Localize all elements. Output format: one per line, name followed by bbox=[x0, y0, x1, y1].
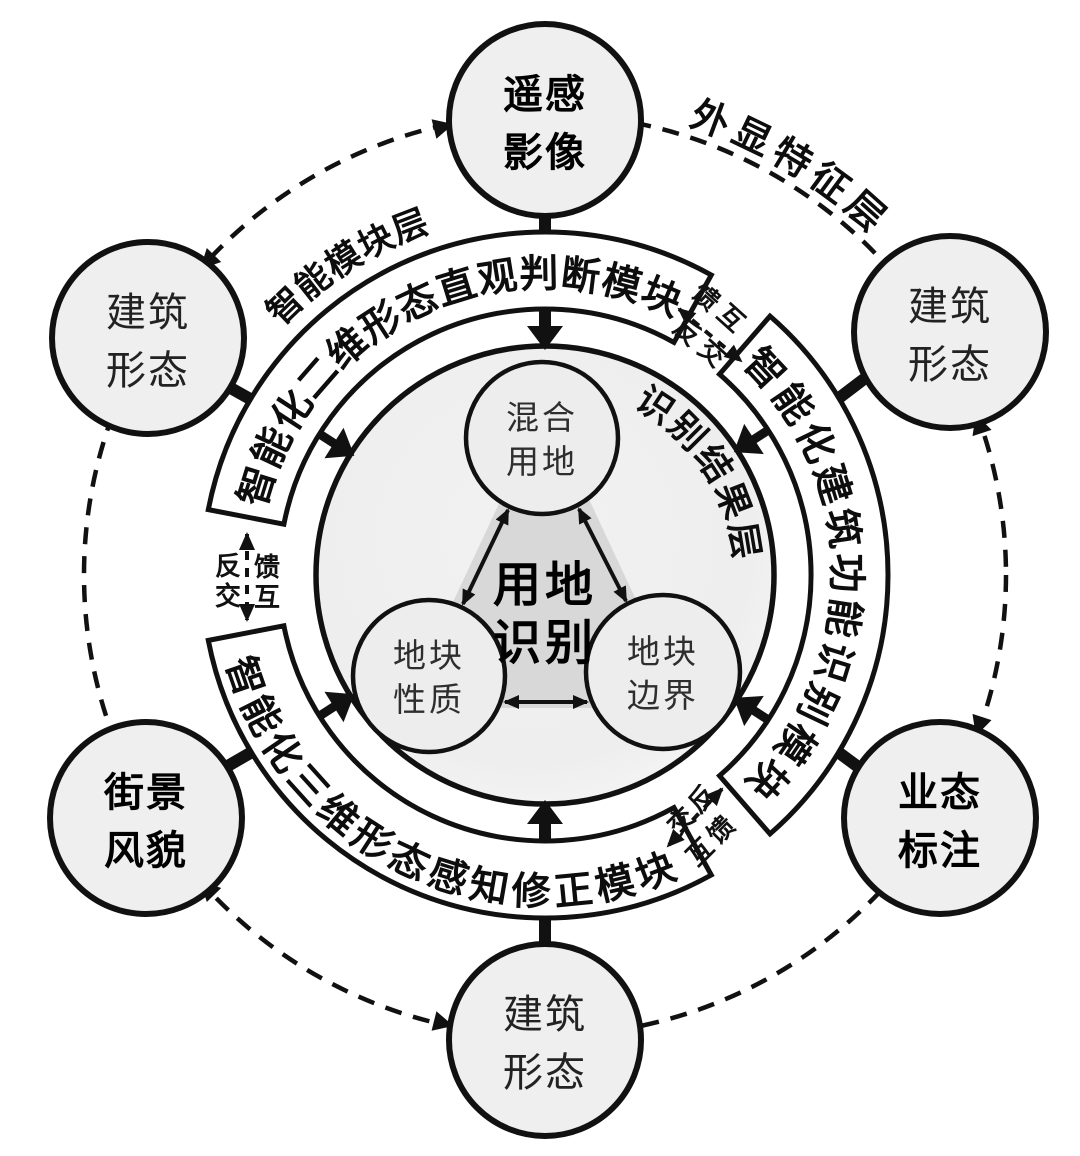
parcel-nature-circle bbox=[350, 597, 508, 755]
inward-arrowhead-upper-right bbox=[733, 423, 764, 455]
feedback-link-left: 反 交 馈 互 bbox=[215, 532, 280, 622]
inward-arrowhead-top bbox=[527, 326, 563, 350]
streetscape-circle bbox=[47, 719, 245, 917]
link-mixed-to-boundary bbox=[577, 507, 628, 603]
band-2d-judgment-module bbox=[205, 229, 715, 528]
inward-arrow-lower-left bbox=[315, 702, 338, 721]
inward-arrowhead-lower-right bbox=[733, 695, 764, 727]
feedback-arrow-bottom-right bbox=[666, 787, 724, 848]
node-business-annotation: 业态 标注 bbox=[841, 719, 1039, 917]
parcel-boundary-label-line1: 地块 bbox=[627, 633, 699, 670]
spoke-building-form-top-right bbox=[835, 374, 868, 403]
building-form-top-right-circle bbox=[851, 233, 1049, 431]
mixed-land-label-line1: 混合 bbox=[506, 399, 578, 436]
inward-arrowhead-upper-left bbox=[324, 427, 355, 459]
outer-nodes: 遥感 影像 建筑 形态 建筑 形态 街景 风貌 业态 标注 建筑 形态 bbox=[47, 21, 1049, 1139]
feature-layer-label: 外显特征层 bbox=[685, 94, 897, 244]
inward-arrow-upper-right bbox=[750, 425, 773, 444]
parcel-boundary-label-line2: 边界 bbox=[627, 677, 699, 714]
building-form-top-left-circle bbox=[49, 239, 247, 437]
result-link-arrows bbox=[461, 507, 628, 709]
interaction-char: 互 bbox=[254, 582, 280, 612]
building-form-bottom-circle bbox=[446, 941, 644, 1139]
remote-sensing-label-line2: 影像 bbox=[503, 131, 587, 175]
parcel-nature-label-line1: 地块 bbox=[393, 637, 465, 674]
remote-sensing-circle bbox=[446, 21, 644, 219]
center-title: 用地 识别 bbox=[493, 559, 597, 670]
mixed-land-label-line2: 用地 bbox=[506, 443, 578, 480]
node-remote-sensing: 遥感 影像 bbox=[446, 21, 644, 219]
result-node-parcel-boundary: 地块 边界 bbox=[583, 592, 743, 752]
building-form-top-left-line2: 形态 bbox=[106, 349, 190, 393]
building-form-bottom-line2: 形态 bbox=[503, 1051, 587, 1095]
center-title-line1: 用地 bbox=[493, 559, 597, 612]
link-mixed-to-nature bbox=[461, 508, 510, 606]
business-annotation-label-line2: 标注 bbox=[898, 829, 982, 873]
inward-arrows bbox=[315, 307, 773, 843]
band-3d-correction-module bbox=[205, 622, 715, 921]
business-annotation-circle bbox=[841, 719, 1039, 917]
interaction-char: 交 bbox=[215, 581, 241, 611]
dashed-circle bbox=[81, 111, 1009, 1039]
feedback-arrow-top-right bbox=[677, 307, 743, 363]
building-form-top-left-line1: 建筑 bbox=[106, 291, 190, 335]
spoke-streetscape bbox=[223, 746, 255, 773]
node-building-form-top-right: 建筑 形态 bbox=[851, 233, 1049, 431]
node-streetscape: 街景 风貌 bbox=[47, 719, 245, 917]
feedback-char: 反 bbox=[215, 551, 241, 581]
result-ring: 识别结果层 混合 用地 地块 性质 地块 边界 用地 识别 bbox=[313, 343, 777, 807]
parcel-boundary-circle bbox=[583, 592, 743, 752]
inward-arrow-shafts bbox=[315, 307, 773, 843]
mixed-land-circle bbox=[463, 359, 621, 517]
result-node-mixed-land: 混合 用地 bbox=[463, 359, 621, 517]
interaction-char: 互 bbox=[711, 298, 750, 338]
building-form-bottom-line1: 建筑 bbox=[503, 993, 587, 1037]
inward-arrow-heads bbox=[324, 326, 764, 824]
business-annotation-label-line1: 业态 bbox=[898, 771, 982, 815]
feedback-char: 馈 bbox=[254, 552, 280, 582]
parcel-nature-label-line2: 性质 bbox=[393, 681, 465, 718]
streetscape-label-line1: 街景 bbox=[103, 771, 188, 815]
result-node-parcel-nature: 地块 性质 bbox=[350, 597, 508, 755]
inward-arrowhead-lower-left bbox=[324, 691, 355, 723]
band-building-function-module bbox=[715, 312, 891, 838]
node-building-form-top-left: 建筑 形态 bbox=[49, 239, 247, 437]
center-title-line2: 识别 bbox=[493, 617, 597, 670]
building-form-top-right-line2: 形态 bbox=[908, 343, 992, 387]
remote-sensing-label-line1: 遥感 bbox=[503, 73, 587, 117]
streetscape-label-line2: 风貌 bbox=[104, 829, 188, 873]
building-form-top-right-line1: 建筑 bbox=[908, 285, 992, 329]
inward-arrow-upper-left bbox=[315, 429, 338, 448]
node-building-form-bottom: 建筑 形态 bbox=[446, 941, 644, 1139]
inward-arrow-lower-right bbox=[750, 706, 773, 725]
inward-arrowhead-bottom bbox=[527, 800, 563, 824]
